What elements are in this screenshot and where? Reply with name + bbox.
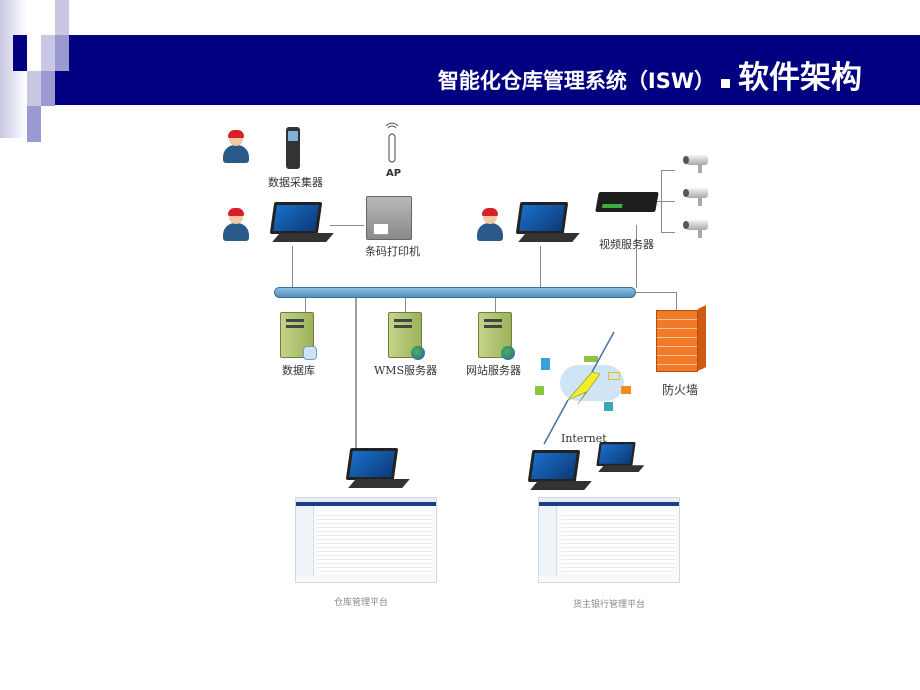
arrow-line — [330, 225, 364, 226]
device-icon — [604, 402, 613, 411]
decor-block — [55, 0, 69, 35]
database-server-icon — [280, 312, 317, 360]
decor-block — [41, 35, 55, 71]
decor-block — [27, 71, 41, 106]
laptop-small-icon — [608, 372, 620, 380]
bank-platform-label: 货主银行管理平台 — [573, 600, 646, 610]
decor-block — [27, 35, 41, 71]
warehouse-platform-screenshot — [295, 497, 437, 583]
connector-line — [405, 298, 406, 312]
printer-icon — [366, 196, 412, 240]
warehouse-platform-label: 仓库管理平台 — [334, 598, 389, 608]
device-icon — [535, 386, 544, 395]
lightning-icon — [543, 331, 615, 445]
connector-line — [292, 246, 293, 288]
web-server-icon — [478, 312, 515, 360]
connector-line — [661, 232, 675, 233]
square-bullet-icon — [721, 79, 730, 88]
page-title: 智能化仓库管理系统（ISW） 软件架构 — [438, 52, 862, 97]
connector-line — [661, 170, 675, 171]
data-collector-label: 数据采集器 — [268, 176, 323, 189]
decor-block — [41, 71, 55, 106]
database-label: 数据库 — [282, 364, 315, 377]
bank-platform-screenshot — [538, 497, 680, 583]
device-icon — [584, 356, 598, 362]
connector-line — [636, 292, 676, 293]
wms-server-label: WMS服务器 — [374, 364, 438, 377]
video-server-label: 视频服务器 — [599, 238, 654, 251]
web-server-label: 网站服务器 — [466, 364, 521, 377]
connector-line — [495, 298, 496, 312]
header-bar — [55, 35, 920, 105]
camera-icon — [683, 155, 708, 173]
decor-block — [13, 35, 27, 71]
handheld-scanner-icon — [286, 127, 300, 169]
connector-line — [305, 298, 306, 312]
connector-line — [355, 298, 357, 448]
connector-line — [540, 246, 541, 288]
user-icon — [223, 208, 249, 242]
connector-line — [636, 225, 637, 288]
firewall-icon — [656, 310, 698, 372]
mobile-icon — [541, 358, 550, 370]
user-icon — [477, 208, 503, 242]
barcode-printer-label: 条码打印机 — [365, 245, 420, 258]
firewall-label: 防火墙 — [662, 383, 699, 397]
title-main: 智能化仓库管理系统（ISW） — [437, 69, 715, 93]
connector-line — [661, 201, 675, 202]
network-bus — [274, 287, 636, 298]
video-server-icon — [595, 192, 659, 212]
camera-icon — [683, 188, 708, 206]
title-sub: 软件架构 — [738, 60, 862, 96]
decor-block — [27, 106, 41, 142]
user-icon — [223, 130, 249, 164]
camera-icon — [683, 220, 708, 238]
monitor-icon — [621, 386, 631, 394]
decor-block — [55, 35, 69, 71]
wireless-access-point-icon — [385, 122, 399, 164]
wms-server-icon — [388, 312, 425, 360]
ap-label: AP — [386, 168, 402, 179]
internet-label: Internet — [561, 432, 607, 445]
